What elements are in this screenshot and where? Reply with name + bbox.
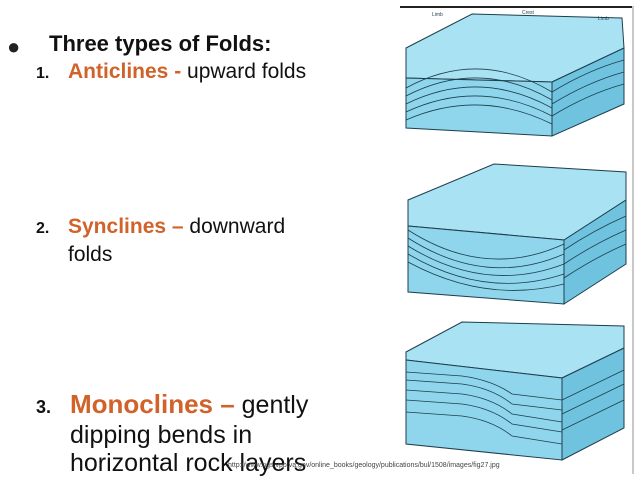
bullet-icon: ● xyxy=(7,34,21,59)
item-description-line3: horizontal rock layers xyxy=(70,449,307,477)
item-description-line2: dipping bends in xyxy=(70,421,253,449)
crest-label: Crest xyxy=(522,10,535,16)
item-description: upward folds xyxy=(181,60,307,83)
item-term: Anticlines - xyxy=(68,60,182,83)
item-description: downward xyxy=(183,215,286,238)
anticline-diagram: Limb Crest Limb xyxy=(405,10,625,137)
right-border-line xyxy=(632,6,634,474)
monocline-diagram xyxy=(405,321,625,461)
syncline-diagram xyxy=(407,163,627,305)
item-description: gently xyxy=(234,391,309,419)
item-term: Monoclines – xyxy=(70,389,235,419)
top-border-line xyxy=(400,6,632,8)
limb-left-label: Limb xyxy=(432,12,443,18)
list-item-monoclines: 3. Monoclines – gently dipping bends in h… xyxy=(36,390,308,477)
item-description-line2: folds xyxy=(68,243,113,266)
limb-right-label: Limb xyxy=(598,16,609,22)
image-source-credit: http://www.ngs.vpp.va.gov/online_books/g… xyxy=(228,462,500,469)
item-number: 1. xyxy=(36,65,50,82)
list-item-anticlines: 1. Anticlines - upward folds xyxy=(36,60,306,84)
item-term: Synclines – xyxy=(68,215,184,238)
slide-heading: Three types of Folds: xyxy=(49,31,272,56)
item-number: 3. xyxy=(36,397,52,417)
list-item-synclines: 2. Synclines – downward folds xyxy=(36,214,285,268)
item-number: 2. xyxy=(36,220,50,237)
